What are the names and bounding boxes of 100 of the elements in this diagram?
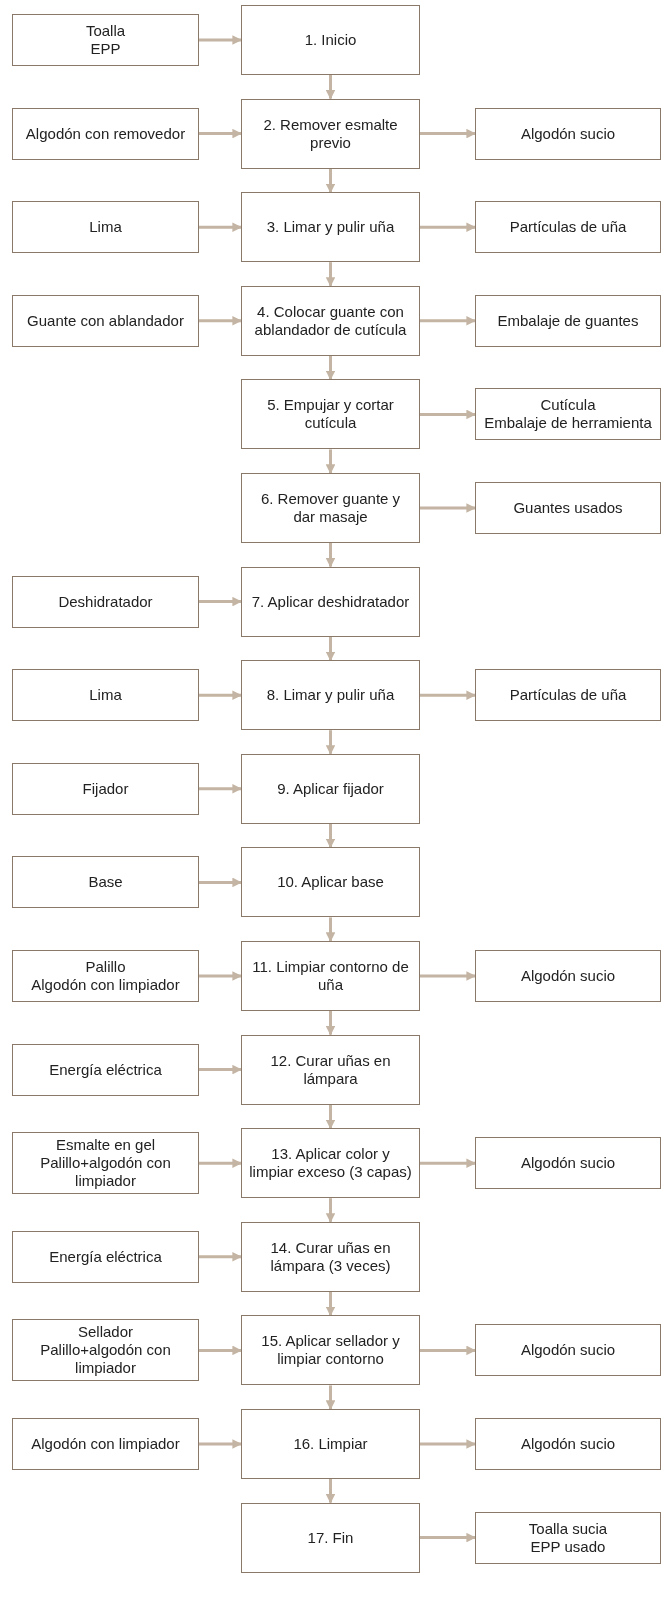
material-label: Embalaje de herramienta: [484, 414, 652, 433]
arrow: [325, 1385, 336, 1410]
material-label: Sellador: [77, 1323, 133, 1342]
arrow: [325, 1011, 336, 1036]
arrow: [325, 75, 336, 100]
step-label: 11. Limpiar contorno de uña: [251, 958, 410, 994]
process-box: [241, 1034, 420, 1105]
material-label: Esmalte en gel: [55, 1136, 156, 1155]
process-box: [241, 1502, 420, 1573]
step-label: 1. Inicio: [304, 31, 357, 49]
material-label: Cutícula: [540, 396, 596, 415]
step-label: 9. Aplicar fijador: [277, 779, 384, 798]
process-box: [241, 1409, 420, 1479]
arrow: [420, 1158, 476, 1168]
input-box: [12, 1230, 199, 1283]
input-box: [12, 294, 199, 347]
output-box: [475, 1324, 661, 1377]
output-box: [475, 201, 661, 254]
material-label: Partículas de uña: [509, 218, 627, 237]
output-box: [475, 669, 661, 722]
output-box: [475, 388, 661, 441]
input-box: [12, 575, 199, 628]
arrow: [199, 971, 242, 981]
arrow: [199, 784, 242, 794]
material-label: Palillo+algodón con limpiador: [39, 1341, 172, 1378]
output-box: [475, 107, 661, 160]
arrow: [325, 1479, 336, 1504]
material-label: Toalla: [85, 22, 126, 40]
input-box: [12, 14, 199, 66]
material-label: Algodón sucio: [520, 1435, 616, 1453]
arrow: [420, 971, 476, 981]
process-box: [241, 566, 420, 637]
input-box: [12, 950, 199, 1002]
output-box: [475, 1137, 661, 1190]
arrow: [420, 1439, 476, 1449]
input-box: [12, 856, 199, 909]
process-box: [241, 941, 420, 1011]
process-box: [241, 98, 420, 169]
input-box: [12, 201, 199, 254]
arrow: [325, 1104, 336, 1130]
process-box: [241, 192, 420, 263]
step-label: 5. Empujar y cortar cutícula: [266, 396, 395, 433]
input-box: [12, 1043, 199, 1096]
step-label: 4. Colocar guante con ablandador de cutícula: [253, 302, 408, 339]
step-label: 12. Curar uñas en lámpara: [269, 1051, 392, 1088]
arrow: [325, 262, 336, 287]
step-label: 3. Limar y pulir uña: [266, 218, 395, 237]
material-label: Toalla sucia: [528, 1519, 608, 1538]
arrow: [325, 449, 336, 474]
arrow: [199, 128, 242, 139]
process-box: [241, 5, 420, 75]
arrow: [325, 355, 336, 381]
arrow: [420, 222, 476, 232]
arrow: [199, 596, 242, 607]
output-box: [475, 950, 661, 1002]
input-box: [12, 762, 199, 815]
material-label: Algodón sucio: [520, 1154, 616, 1173]
output-box: [475, 1418, 661, 1470]
arrow: [199, 222, 242, 232]
material-label: Energía eléctrica: [49, 1060, 162, 1079]
process-box: [241, 1315, 420, 1386]
step-label: 15. Aplicar sellador y limpiar contorno: [260, 1332, 401, 1369]
arrow: [199, 1158, 242, 1168]
step-label: 13. Aplicar color y limpiar exceso (3 capas): [248, 1145, 413, 1182]
arrow: [420, 128, 476, 139]
material-label: Algodón con removedor: [25, 124, 186, 143]
material-label: Guantes usados: [513, 499, 623, 517]
arrow: [325, 823, 336, 849]
arrow: [325, 543, 336, 568]
input-box: [12, 107, 199, 160]
arrow: [420, 409, 476, 420]
material-label: Guante con ablandador: [27, 311, 184, 330]
input-box: [12, 1418, 199, 1470]
step-label: 14. Curar uñas en lámpara (3 veces): [269, 1238, 392, 1275]
process-box: [241, 847, 420, 918]
process-box: [241, 379, 420, 450]
process-box: [241, 473, 420, 543]
input-box: [12, 1319, 199, 1382]
material-label: Palillo+algodón con limpiador: [39, 1154, 172, 1191]
material-label: Base: [88, 873, 123, 892]
arrow: [199, 877, 242, 888]
input-box: [12, 669, 199, 722]
output-box: [475, 482, 661, 534]
arrow: [325, 168, 336, 194]
arrow: [199, 35, 242, 45]
step-label: 8. Limar y pulir uña: [266, 686, 395, 705]
input-box: [12, 1132, 199, 1195]
material-label: Partículas de uña: [509, 686, 627, 705]
material-label: Algodón con limpiador: [31, 1435, 180, 1453]
material-label: Algodón sucio: [520, 967, 616, 985]
output-box: [475, 1511, 661, 1564]
output-box: [475, 294, 661, 347]
process-box: [241, 1128, 420, 1199]
arrow: [420, 690, 476, 700]
step-label: 6. Remover guante y dar masaje: [259, 490, 402, 526]
arrow: [199, 1439, 242, 1449]
material-label: Lima: [89, 686, 122, 705]
material-label: EPP usado: [530, 1537, 606, 1556]
arrow: [199, 316, 242, 326]
process-box: [241, 285, 420, 356]
